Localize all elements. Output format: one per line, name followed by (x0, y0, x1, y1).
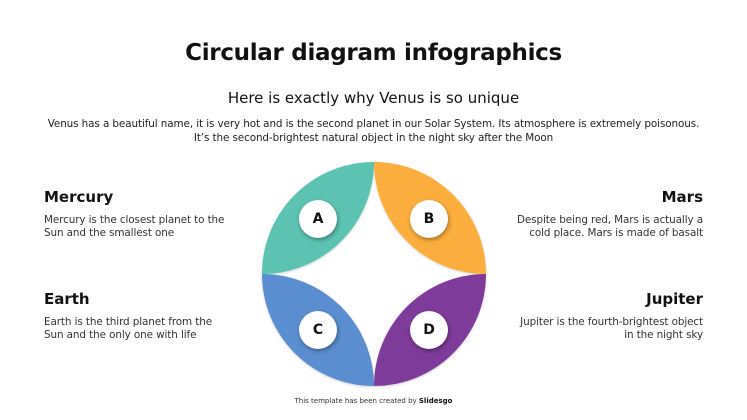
mars-block: Mars Despite being red, Mars is actually… (513, 188, 703, 240)
label-a: A (299, 200, 337, 238)
earth-text: Earth is the third planet from the Sun a… (44, 316, 212, 341)
footer-prefix: This template has been created by (294, 397, 419, 405)
mars-text: Despite being red, Mars is actually a co… (517, 214, 703, 239)
intro-text: Venus has a beautiful name, it is very h… (47, 118, 700, 144)
earth-title: Earth (44, 290, 90, 308)
footer-brand: Slidesgo (418, 397, 453, 405)
mercury-block: Mercury Mercury is the closest planet to… (44, 188, 234, 240)
footer-credit: This template has been created by Slides… (0, 397, 747, 405)
mercury-title: Mercury (44, 188, 114, 206)
mars-title: Mars (661, 188, 703, 206)
page-title: Circular diagram infographics (185, 40, 562, 66)
circular-diagram-shapes (262, 162, 486, 386)
earth-block: Earth Earth is the third planet from the… (44, 290, 234, 342)
mercury-text: Mercury is the closest planet to the Sun… (44, 214, 225, 239)
circular-diagram: A B C D (256, 156, 492, 392)
label-b: B (410, 200, 448, 238)
jupiter-text: Jupiter is the fourth-brightest object i… (520, 316, 703, 341)
jupiter-block: Jupiter Jupiter is the fourth-brightest … (513, 290, 703, 342)
label-d: D (410, 311, 448, 349)
label-c: C (299, 311, 337, 349)
page-subtitle: Here is exactly why Venus is so unique (227, 89, 520, 107)
jupiter-title: Jupiter (646, 290, 703, 308)
